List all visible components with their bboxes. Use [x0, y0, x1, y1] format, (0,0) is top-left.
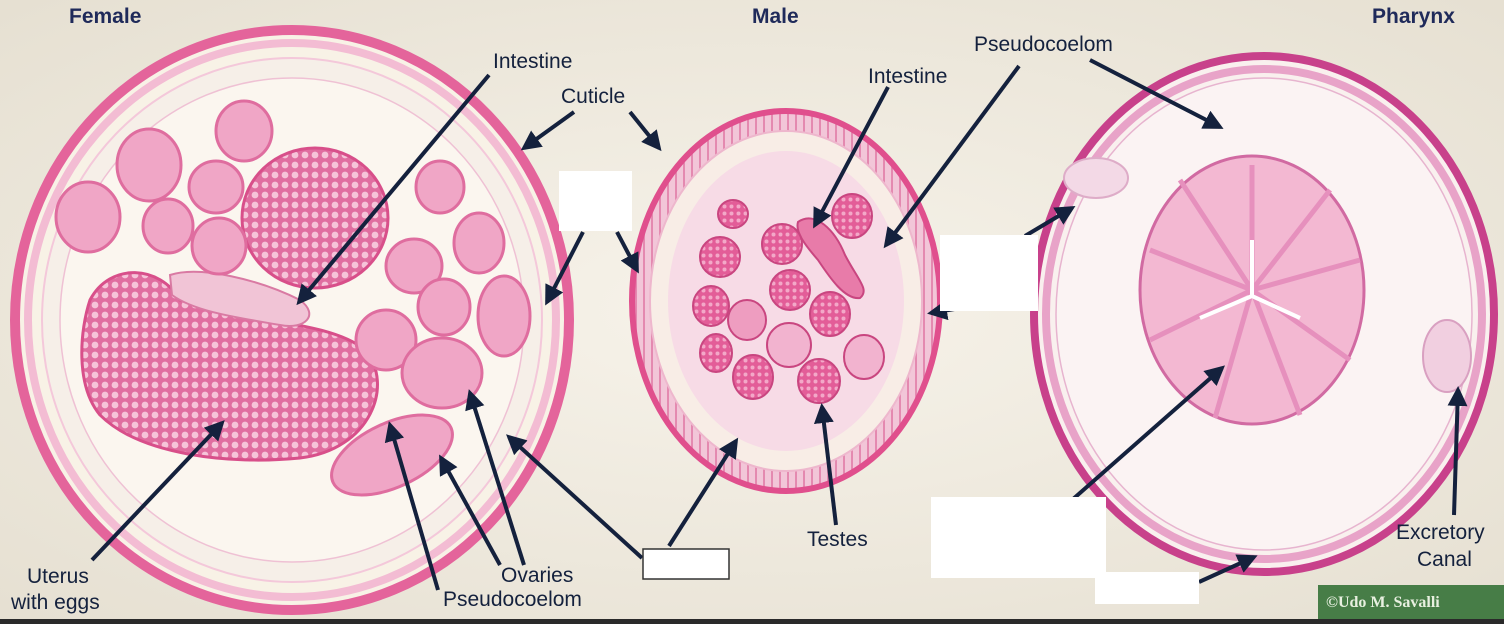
credit-background: [1318, 585, 1504, 619]
blank-label-box-2: [940, 235, 1038, 311]
female-heading: Female: [69, 5, 141, 28]
blank-label-box-4: [931, 497, 1106, 578]
female-cross-section: [10, 25, 574, 615]
pharynx-cross-section: [1030, 52, 1498, 576]
male-intestine: [796, 217, 865, 300]
label-ovaries: Ovaries: [501, 564, 573, 587]
label-pseudocoelom-top: Pseudocoelom: [974, 33, 1113, 56]
upper-uterus: [240, 146, 390, 290]
label-uterus-line2: with eggs: [10, 591, 100, 614]
pharynx-heading: Pharynx: [1372, 5, 1455, 28]
label-cuticle: Cuticle: [561, 85, 625, 108]
blank-label-box-5: [1095, 572, 1199, 604]
label-excretory-line1: Excretory: [1396, 521, 1485, 544]
credit-text: ©Udo M. Savalli: [1326, 594, 1440, 611]
label-intestine-male: Intestine: [868, 65, 947, 88]
ovary-sections: [54, 99, 532, 497]
male-cross-section: [629, 108, 943, 494]
pharynx-lumen: [1199, 240, 1301, 320]
blank-label-box-1: [559, 171, 632, 231]
label-pseudocoelom-bottom: Pseudocoelom: [443, 588, 582, 611]
female-intestine: [168, 270, 311, 327]
label-testes: Testes: [807, 528, 868, 551]
excretory-canal-tissue: [1422, 319, 1472, 393]
testes-sections: [692, 193, 885, 404]
male-heading: Male: [752, 5, 799, 28]
blank-label-box-3: [642, 548, 730, 580]
label-uterus-line1: Uterus: [27, 565, 89, 588]
pointer-arrows: [90, 58, 1468, 591]
label-intestine-female: Intestine: [493, 50, 572, 73]
label-excretory-line2: Canal: [1417, 548, 1472, 571]
